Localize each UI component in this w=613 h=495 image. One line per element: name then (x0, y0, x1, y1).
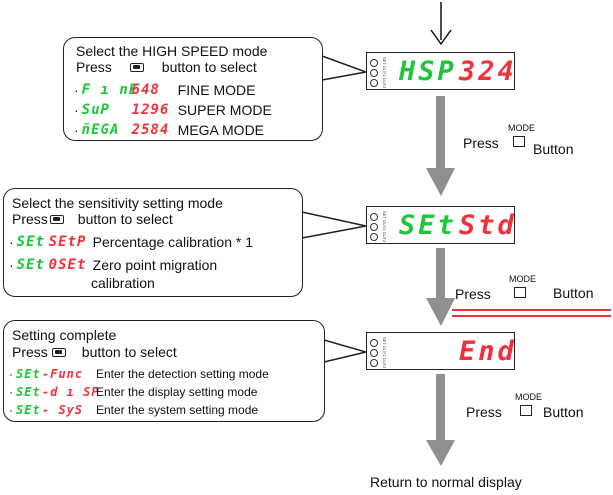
display-right: End (459, 336, 517, 367)
item-label: Enter the display setting mode (96, 385, 258, 399)
set-button-icon (129, 62, 144, 72)
seg-red: SEtP (48, 234, 87, 250)
led-labels: SET OUT1 OUT2 (382, 211, 387, 243)
list-item: · SEt -d ı SP Enter the display setting … (9, 385, 258, 399)
list-item: · SEt 0SEt Zero point migration (9, 257, 218, 273)
set-button-icon (49, 214, 64, 224)
flow-arrow-3 (426, 374, 455, 466)
led-labels: SET OUT1 OUT2 (382, 57, 387, 89)
list-item: · SuP 1296 SUPER MODE (74, 102, 272, 118)
item-label: Enter the detection setting mode (96, 367, 269, 381)
callout-1-title: Select the HIGH SPEED mode (76, 43, 268, 59)
seg-red: - SyS (42, 403, 84, 417)
seg-green: SEt (16, 385, 41, 399)
seg-green: SuP (81, 102, 110, 118)
list-item: · SEt - SyS Enter the system setting mod… (9, 403, 259, 417)
display-left: SEt (399, 210, 457, 241)
seg-red: 0SEt (48, 257, 87, 273)
display-right: 324 (459, 56, 517, 87)
status-leds (370, 213, 382, 243)
set-button-icon (51, 347, 66, 357)
list-item: · F ı nE 648 FINE MODE (74, 82, 256, 98)
item-label: MEGA MODE (177, 122, 265, 138)
footer-text: Return to normal display (370, 474, 522, 490)
callout-tail-1 (321, 55, 369, 81)
seg-red: -Func (42, 367, 84, 381)
press-text: Press (76, 59, 112, 75)
status-leds (370, 59, 382, 89)
seg-red: 2584 (131, 122, 170, 138)
item-label: FINE MODE (177, 82, 256, 98)
item-label-continued: calibration (91, 275, 155, 291)
seg-green: SEt (16, 234, 45, 250)
led-labels: SET OUT1 OUT2 (382, 337, 387, 369)
select-text: button to select (161, 59, 257, 75)
seg-green: ñEGA (81, 122, 120, 138)
device-display-3: SET OUT1 OUT2 End (366, 332, 515, 370)
item-label: Percentage calibration * 1 (92, 234, 253, 250)
flow-arrow-2 (426, 248, 455, 326)
flow-arrow-1 (426, 96, 455, 196)
select-text: button to select (81, 344, 177, 360)
mode-label: MODE (509, 274, 536, 284)
list-item: · ñEGA 2584 MEGA MODE (74, 122, 265, 138)
seg-red: 648 (131, 82, 160, 98)
press-step-1-button: Button (533, 141, 574, 157)
mode-label: MODE (508, 123, 535, 133)
seg-green: SEt (16, 403, 41, 417)
callout-2-title: Select the sensitivity setting mode (12, 195, 223, 211)
item-label: SUPER MODE (177, 102, 272, 118)
seg-red: 1296 (131, 102, 170, 118)
press-text: Press (12, 344, 48, 360)
callout-3-title: Setting complete (12, 327, 117, 343)
seg-green: SEt (16, 257, 45, 273)
callout-1-press: Press button to select (76, 59, 257, 75)
display-left: HSP (399, 56, 457, 87)
display-right: Std (459, 210, 517, 241)
mode-label: MODE (515, 392, 542, 402)
seg-green: F ı nE (81, 82, 139, 98)
device-display-1: SET OUT1 OUT2 HSP 324 (366, 52, 515, 90)
callout-2-press: Press button to select (12, 211, 173, 227)
press-step-2-button: Button (553, 285, 594, 301)
item-label: Zero point migration (92, 257, 218, 273)
list-item: · SEt -Func Enter the detection setting … (9, 367, 269, 381)
press-step-1-text: Press (463, 135, 499, 151)
mode-button-icon (520, 405, 532, 416)
device-display-2: SET OUT1 OUT2 SEt Std (366, 206, 515, 244)
press-text: Press (12, 211, 48, 227)
entry-arrowhead (430, 29, 452, 46)
callout-high-speed: Select the HIGH SPEED mode Press button … (63, 37, 323, 141)
select-text: button to select (77, 211, 173, 227)
seg-green: SEt (16, 367, 41, 381)
press-step-3-text: Press (466, 404, 502, 420)
status-leds (370, 339, 382, 369)
mode-button-icon (514, 287, 526, 298)
item-label: Enter the system setting mode (96, 403, 259, 417)
callout-tail-2 (301, 211, 367, 239)
mode-button-icon (513, 136, 525, 147)
callout-tail-3 (323, 339, 369, 363)
press-step-3-button: Button (543, 404, 584, 420)
seg-red: -d ı SP (42, 385, 100, 399)
callout-3-press: Press button to select (12, 344, 177, 360)
list-item: · SEt SEtP Percentage calibration * 1 (9, 234, 253, 250)
callout-setting-complete: Setting complete Press button to select … (3, 320, 325, 422)
callout-sensitivity: Select the sensitivity setting mode Pres… (3, 188, 303, 297)
press-step-2-text: Press (455, 286, 491, 302)
